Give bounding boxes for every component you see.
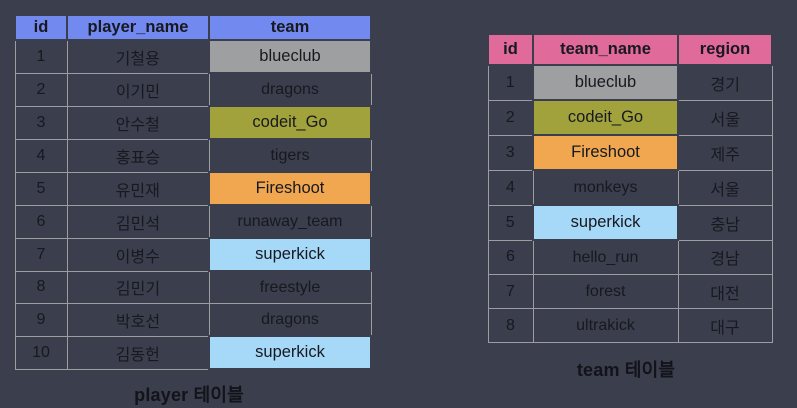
cell-region: 서울: [677, 99, 773, 136]
cell-team-name: monkeys: [532, 169, 679, 206]
cell-player-name: 김민기: [66, 270, 210, 304]
cell-region: 대전: [677, 274, 773, 309]
cell-id: 5: [14, 171, 68, 206]
cell-id: 9: [14, 303, 68, 337]
column-header-team: team: [208, 14, 372, 41]
cell-player-name: 기철용: [66, 39, 210, 74]
cell-region: 경남: [677, 239, 773, 275]
cell-id: 8: [14, 270, 68, 304]
cell-id: 7: [487, 274, 534, 309]
cell-player-name: 김민석: [66, 204, 210, 239]
cell-team-name: ultrakick: [532, 308, 679, 343]
column-header-player_name: player_name: [66, 14, 210, 41]
cell-id: 1: [14, 39, 68, 74]
cell-team: codeit_Go: [208, 105, 372, 140]
cell-team-name: blueclub: [532, 64, 679, 101]
cell-region: 제주: [677, 134, 773, 171]
cell-player-name: 이병수: [66, 237, 210, 272]
cell-team-name: forest: [532, 274, 679, 309]
cell-player-name: 홍표승: [66, 138, 210, 173]
cell-region: 충남: [677, 204, 773, 241]
cell-team: runaway_team: [208, 204, 372, 239]
cell-team-name: superkick: [532, 204, 679, 241]
cell-team-name: hello_run: [532, 239, 679, 275]
cell-team: blueclub: [208, 39, 372, 74]
cell-player-name: 안수철: [66, 105, 210, 140]
cell-id: 6: [487, 239, 534, 275]
cell-id: 4: [14, 138, 68, 173]
cell-team: dragons: [208, 303, 372, 337]
cell-region: 경기: [677, 64, 773, 101]
column-header-id: id: [14, 14, 68, 41]
cell-team: dragons: [208, 72, 372, 107]
cell-id: 2: [14, 72, 68, 107]
cell-player-name: 김동헌: [66, 335, 210, 370]
cell-id: 3: [487, 134, 534, 171]
cell-id: 3: [14, 105, 68, 140]
cell-id: 6: [14, 204, 68, 239]
cell-team: superkick: [208, 335, 372, 370]
cell-id: 1: [487, 64, 534, 101]
cell-team: freestyle: [208, 270, 372, 304]
cell-region: 서울: [677, 169, 773, 206]
cell-region: 대구: [677, 308, 773, 343]
column-header-id: id: [487, 33, 534, 66]
player-table-caption: player 테이블: [134, 385, 244, 405]
column-header-region: region: [677, 33, 773, 66]
column-header-team_name: team_name: [532, 33, 679, 66]
cell-team: tigers: [208, 138, 372, 173]
cell-team-name: codeit_Go: [532, 99, 679, 136]
cell-id: 7: [14, 237, 68, 272]
cell-team: Fireshoot: [208, 171, 372, 206]
team-table-caption: team 테이블: [576, 360, 676, 380]
cell-team-name: Fireshoot: [532, 134, 679, 171]
cell-id: 2: [487, 99, 534, 136]
cell-id: 4: [487, 169, 534, 206]
cell-player-name: 이기민: [66, 72, 210, 107]
cell-id: 10: [14, 335, 68, 370]
cell-player-name: 유민재: [66, 171, 210, 206]
cell-id: 5: [487, 204, 534, 241]
cell-team: superkick: [208, 237, 372, 272]
cell-id: 8: [487, 308, 534, 343]
cell-player-name: 박호선: [66, 303, 210, 337]
